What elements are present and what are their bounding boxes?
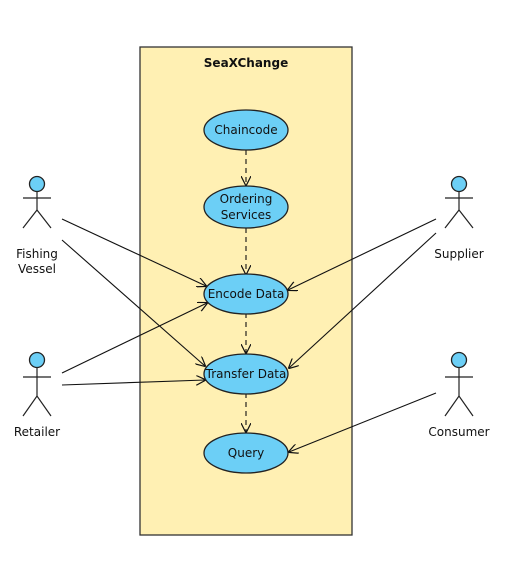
actor-fishing-vessel[interactable]: Fishing Vessel [16, 175, 58, 277]
use-case-chaincode-label: Chaincode [214, 123, 277, 137]
use-case-chaincode-shape [203, 109, 289, 151]
use-case-transfer-data[interactable]: Transfer Data [203, 353, 289, 395]
use-case-query-label: Query [228, 446, 264, 460]
actor-fishing-vessel-label-line2: Vessel [18, 262, 56, 276]
actor-retailer-head [28, 351, 46, 369]
actor-fishing-vessel-label-line1: Fishing [16, 247, 58, 261]
use-case-encode-data-shape [203, 273, 289, 315]
actor-retailer-label: Retailer [14, 425, 60, 439]
use-case-ordering-services-shape [203, 185, 289, 229]
association-retailer-encode [61, 303, 207, 374]
use-case-chaincode[interactable]: Chaincode [203, 109, 289, 151]
association-supplier-transfer [289, 232, 437, 368]
association-fishing-vessel-transfer [61, 239, 205, 366]
use-case-query-shape [203, 432, 289, 474]
use-case-encode-data-label: Encode Data [208, 287, 285, 301]
system-title: SeaXChange [204, 56, 288, 70]
association-retailer-transfer [61, 380, 205, 386]
use-case-query[interactable]: Query [203, 432, 289, 474]
use-case-encode-data[interactable]: Encode Data [203, 273, 289, 315]
association-fishing-vessel-encode [61, 218, 206, 286]
actor-supplier-legs [444, 209, 474, 229]
actor-consumer[interactable]: Consumer [428, 351, 490, 440]
actor-fishing-vessel-legs [22, 209, 52, 229]
actor-retailer-legs [22, 394, 52, 417]
actor-consumer-label: Consumer [428, 425, 489, 439]
actor-supplier[interactable]: Supplier [434, 175, 484, 262]
actor-retailer[interactable]: Retailer [14, 351, 60, 440]
association-supplier-encode [288, 218, 437, 290]
use-case-ordering-services-label-line1: Ordering [220, 192, 273, 206]
use-case-transfer-data-shape [203, 353, 289, 395]
actor-consumer-head [450, 351, 468, 369]
actor-supplier-label: Supplier [434, 247, 484, 261]
actor-supplier-head [450, 175, 468, 193]
actor-fishing-vessel-head [28, 175, 46, 193]
actor-consumer-legs [444, 394, 474, 417]
use-case-ordering-services[interactable]: Ordering Services [203, 185, 289, 229]
association-consumer-query [289, 392, 437, 452]
use-case-transfer-data-label: Transfer Data [205, 367, 287, 381]
use-case-ordering-services-label-line2: Services [221, 208, 272, 222]
